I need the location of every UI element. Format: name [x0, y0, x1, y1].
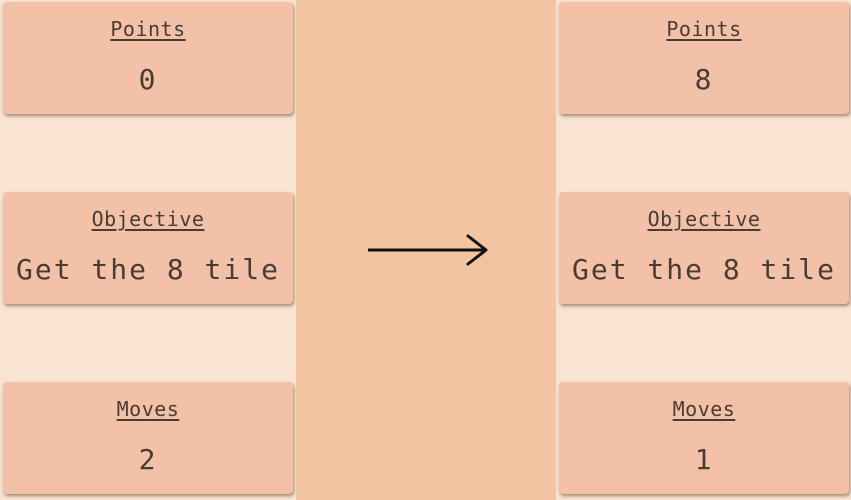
before-state-panel: Points 0 Objective Get the 8 tile Moves … — [0, 0, 296, 500]
objective-card: Objective Get the 8 tile — [3, 192, 293, 304]
after-state-panel: Points 8 Objective Get the 8 tile Moves … — [556, 0, 851, 500]
objective-value: Get the 8 tile — [15, 253, 280, 286]
objective-label: Objective — [91, 207, 205, 231]
moves-value: 2 — [138, 443, 158, 476]
objective-label: Objective — [647, 207, 761, 231]
points-card: Points 8 — [559, 2, 849, 114]
moves-card: Moves 1 — [559, 382, 849, 494]
points-label: Points — [666, 17, 742, 41]
points-label: Points — [110, 17, 186, 41]
points-value: 0 — [138, 63, 158, 96]
moves-value: 1 — [694, 443, 714, 476]
objective-value: Get the 8 tile — [571, 253, 836, 286]
moves-label: Moves — [672, 397, 736, 421]
objective-card: Objective Get the 8 tile — [559, 192, 849, 304]
points-card: Points 0 — [3, 2, 293, 114]
points-value: 8 — [694, 63, 714, 96]
moves-card: Moves 2 — [3, 382, 293, 494]
moves-label: Moves — [116, 397, 180, 421]
right-arrow-icon — [368, 234, 488, 266]
